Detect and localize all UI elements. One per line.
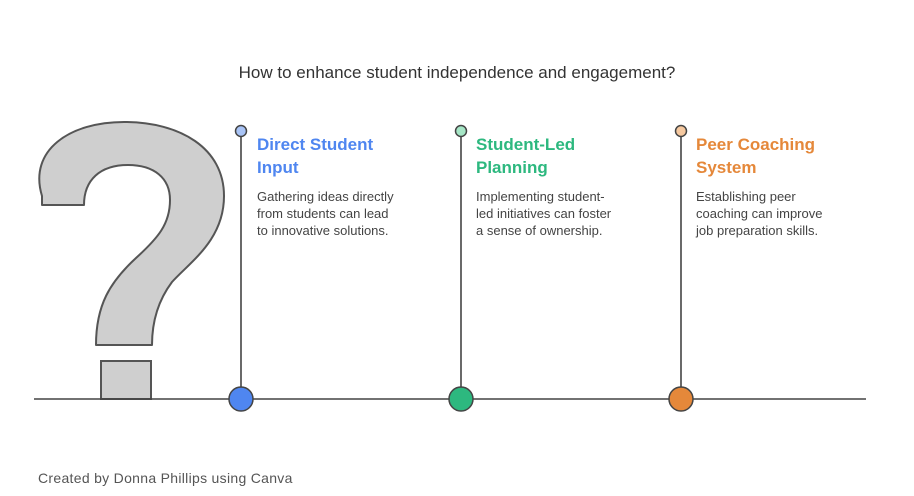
- item-heading: Peer Coaching System: [696, 135, 816, 177]
- timeline-node-1: [228, 386, 254, 412]
- item-student-led-planning: Student-Led Planning Implementing studen…: [476, 133, 671, 239]
- item-heading: Student-Led Planning: [476, 135, 576, 177]
- stem-dot-2: [454, 124, 468, 138]
- item-description: Establishing peer coaching can improve j…: [696, 189, 823, 238]
- stem-dot-3: [674, 124, 688, 138]
- timeline-node-3: [668, 386, 694, 412]
- item-heading: Direct Student Input: [257, 135, 374, 177]
- question-mark-icon: [38, 121, 225, 400]
- diagram-title: How to enhance student independence and …: [238, 63, 676, 82]
- credit-text: Created by Donna Phillips using Canva: [38, 470, 293, 486]
- item-peer-coaching-system: Peer Coaching System Establishing peer c…: [696, 133, 891, 239]
- timeline-node-2: [448, 386, 474, 412]
- stem-dot-1: [234, 124, 248, 138]
- item-direct-student-input: Direct Student Input Gathering ideas dir…: [257, 133, 452, 239]
- item-description: Implementing student- led initiatives ca…: [476, 189, 612, 238]
- item-description: Gathering ideas directly from students c…: [257, 189, 394, 238]
